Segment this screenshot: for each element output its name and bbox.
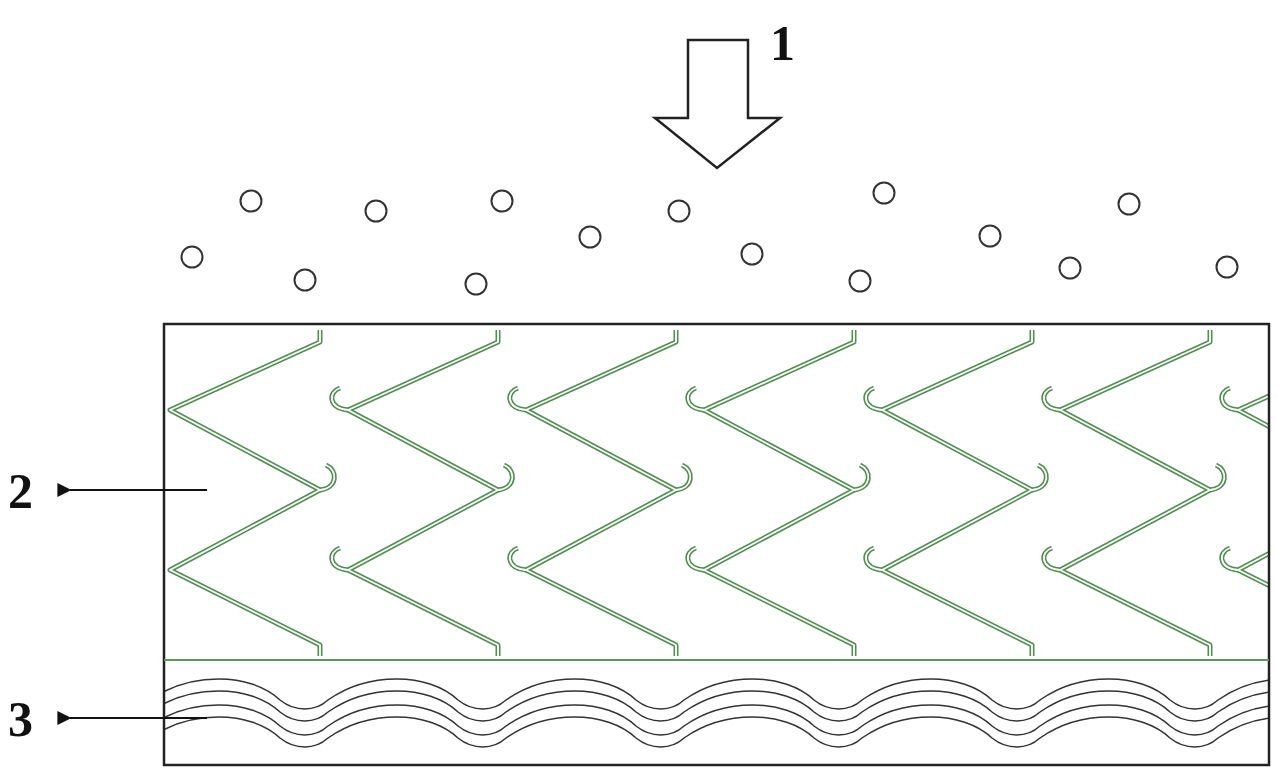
mesh-strand [1222,388,1238,410]
wave-line [165,717,1268,747]
mesh-strand [1044,388,1060,410]
leader-line [70,717,207,719]
mesh-strand [688,388,704,410]
mesh-strand-core [332,388,348,410]
zigzag-mesh [170,330,1268,656]
callout-number: 3 [8,694,33,744]
mesh-strand [866,548,882,570]
mesh-strand [332,388,348,410]
mesh-strand [320,465,334,490]
particle [295,270,316,291]
mesh-strand [854,465,868,490]
mesh-strand [1238,330,1268,656]
mesh-strand [498,465,512,490]
mesh-strand-core [1222,388,1238,410]
mesh-strand [1060,330,1210,656]
particle [492,191,513,212]
mesh-strand-core [320,465,334,490]
mesh-strand [526,330,676,656]
layer-box [164,324,1269,765]
particle [1217,257,1238,278]
particle [1119,194,1140,215]
mesh-strand [1222,548,1238,570]
mesh-strand-core [882,330,1032,656]
mesh-strand-core [1060,330,1210,656]
wave-line [165,705,1268,735]
mesh-strand [170,330,320,656]
particle [850,271,871,292]
mesh-strand-core [510,388,526,410]
layer-divider [164,659,1269,661]
particle [580,227,601,248]
mesh-strand-core [510,548,526,570]
particle [366,201,387,222]
particle [466,274,487,295]
mesh-strand-core [1238,330,1268,656]
mesh-strand-core [1044,388,1060,410]
mesh-strand-core [676,465,690,490]
mesh-strand [1210,465,1224,490]
mesh-strand-core [688,388,704,410]
wavy-layer [165,679,1268,747]
mesh-strand-core [866,388,882,410]
mesh-strand [676,465,690,490]
mesh-strand [866,388,882,410]
mesh-strand-core [526,330,676,656]
mesh-strand-core [332,548,348,570]
callout-number: 2 [8,466,33,516]
mesh-strand-core [704,330,854,656]
mesh-strand-core [498,465,512,490]
leader-line [70,489,207,491]
mesh-strand-core [866,548,882,570]
mesh-strand-core [1044,548,1060,570]
mesh-strand [1044,548,1060,570]
mesh-strand-core [1222,548,1238,570]
mesh-strand [882,330,1032,656]
particle [182,247,203,268]
particle [980,226,1001,247]
particles [182,183,1238,295]
particle [874,183,895,204]
mesh-strand [510,388,526,410]
mesh-strand [348,330,498,656]
mesh-strand-core [1032,465,1046,490]
particle [1060,258,1081,279]
mesh-strand [510,548,526,570]
mesh-strand-core [688,548,704,570]
mesh-strand-core [854,465,868,490]
mesh-strand [1032,465,1046,490]
callout-number: 1 [770,18,795,68]
particle [742,244,763,265]
particle [669,201,690,222]
mesh-strand-core [1210,465,1224,490]
mesh-strand [332,548,348,570]
particle [241,191,262,212]
mesh-strand-core [170,330,320,656]
mesh-strand [704,330,854,656]
mesh-strand-core [348,330,498,656]
flow-arrow [655,40,780,168]
mesh-strand [688,548,704,570]
